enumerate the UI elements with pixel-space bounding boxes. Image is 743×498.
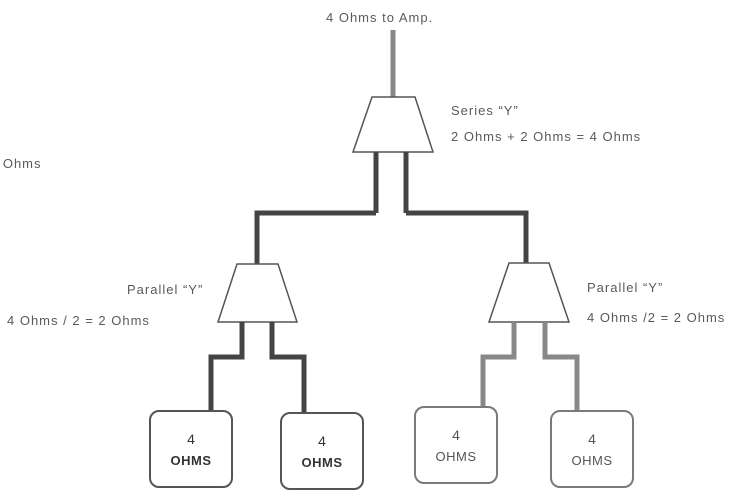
parallel-y-left-adapter	[216, 263, 299, 323]
parallel-left-wire-a	[208, 322, 245, 412]
parallel-y-left-calc: 4 Ohms / 2 = 2 Ohms	[7, 313, 150, 328]
series-to-right-parallel-wire	[406, 210, 529, 263]
series-y-title: Series “Y”	[451, 103, 519, 118]
speaker-impedance-value: 4	[318, 432, 326, 449]
speaker-cabinet-2: 4 OHMS	[280, 412, 364, 490]
series-to-left-parallel-wire	[254, 210, 376, 264]
parallel-right-wire-a	[480, 322, 517, 408]
parallel-y-right-calc: 4 Ohms /2 = 2 Ohms	[587, 310, 726, 325]
total-ohms-label: 8 Ohms	[0, 156, 42, 171]
parallel-y-right-adapter	[487, 262, 571, 323]
speaker-impedance-value: 4	[187, 430, 195, 447]
amp-label: 4 Ohms to Amp.	[326, 10, 434, 25]
speaker-impedance-unit: OHMS	[435, 448, 477, 464]
speaker-impedance-unit: OHMS	[170, 452, 212, 468]
speaker-impedance-value: 4	[452, 426, 460, 443]
speaker-cabinet-3: 4 OHMS	[414, 406, 498, 484]
speaker-impedance-value: 4	[588, 430, 596, 447]
speaker-cabinet-4: 4 OHMS	[550, 410, 634, 488]
parallel-y-right-title: Parallel “Y”	[587, 280, 664, 295]
speaker-impedance-unit: OHMS	[301, 454, 343, 470]
speaker-impedance-unit: OHMS	[571, 452, 613, 468]
series-y-adapter	[351, 96, 435, 153]
parallel-left-wire-b	[269, 322, 307, 414]
speaker-cabinet-1: 4 OHMS	[149, 410, 233, 488]
parallel-right-wire-b	[542, 322, 580, 412]
series-y-calc: 2 Ohms + 2 Ohms = 4 Ohms	[451, 129, 642, 144]
parallel-y-left-title: Parallel “Y”	[127, 282, 204, 297]
